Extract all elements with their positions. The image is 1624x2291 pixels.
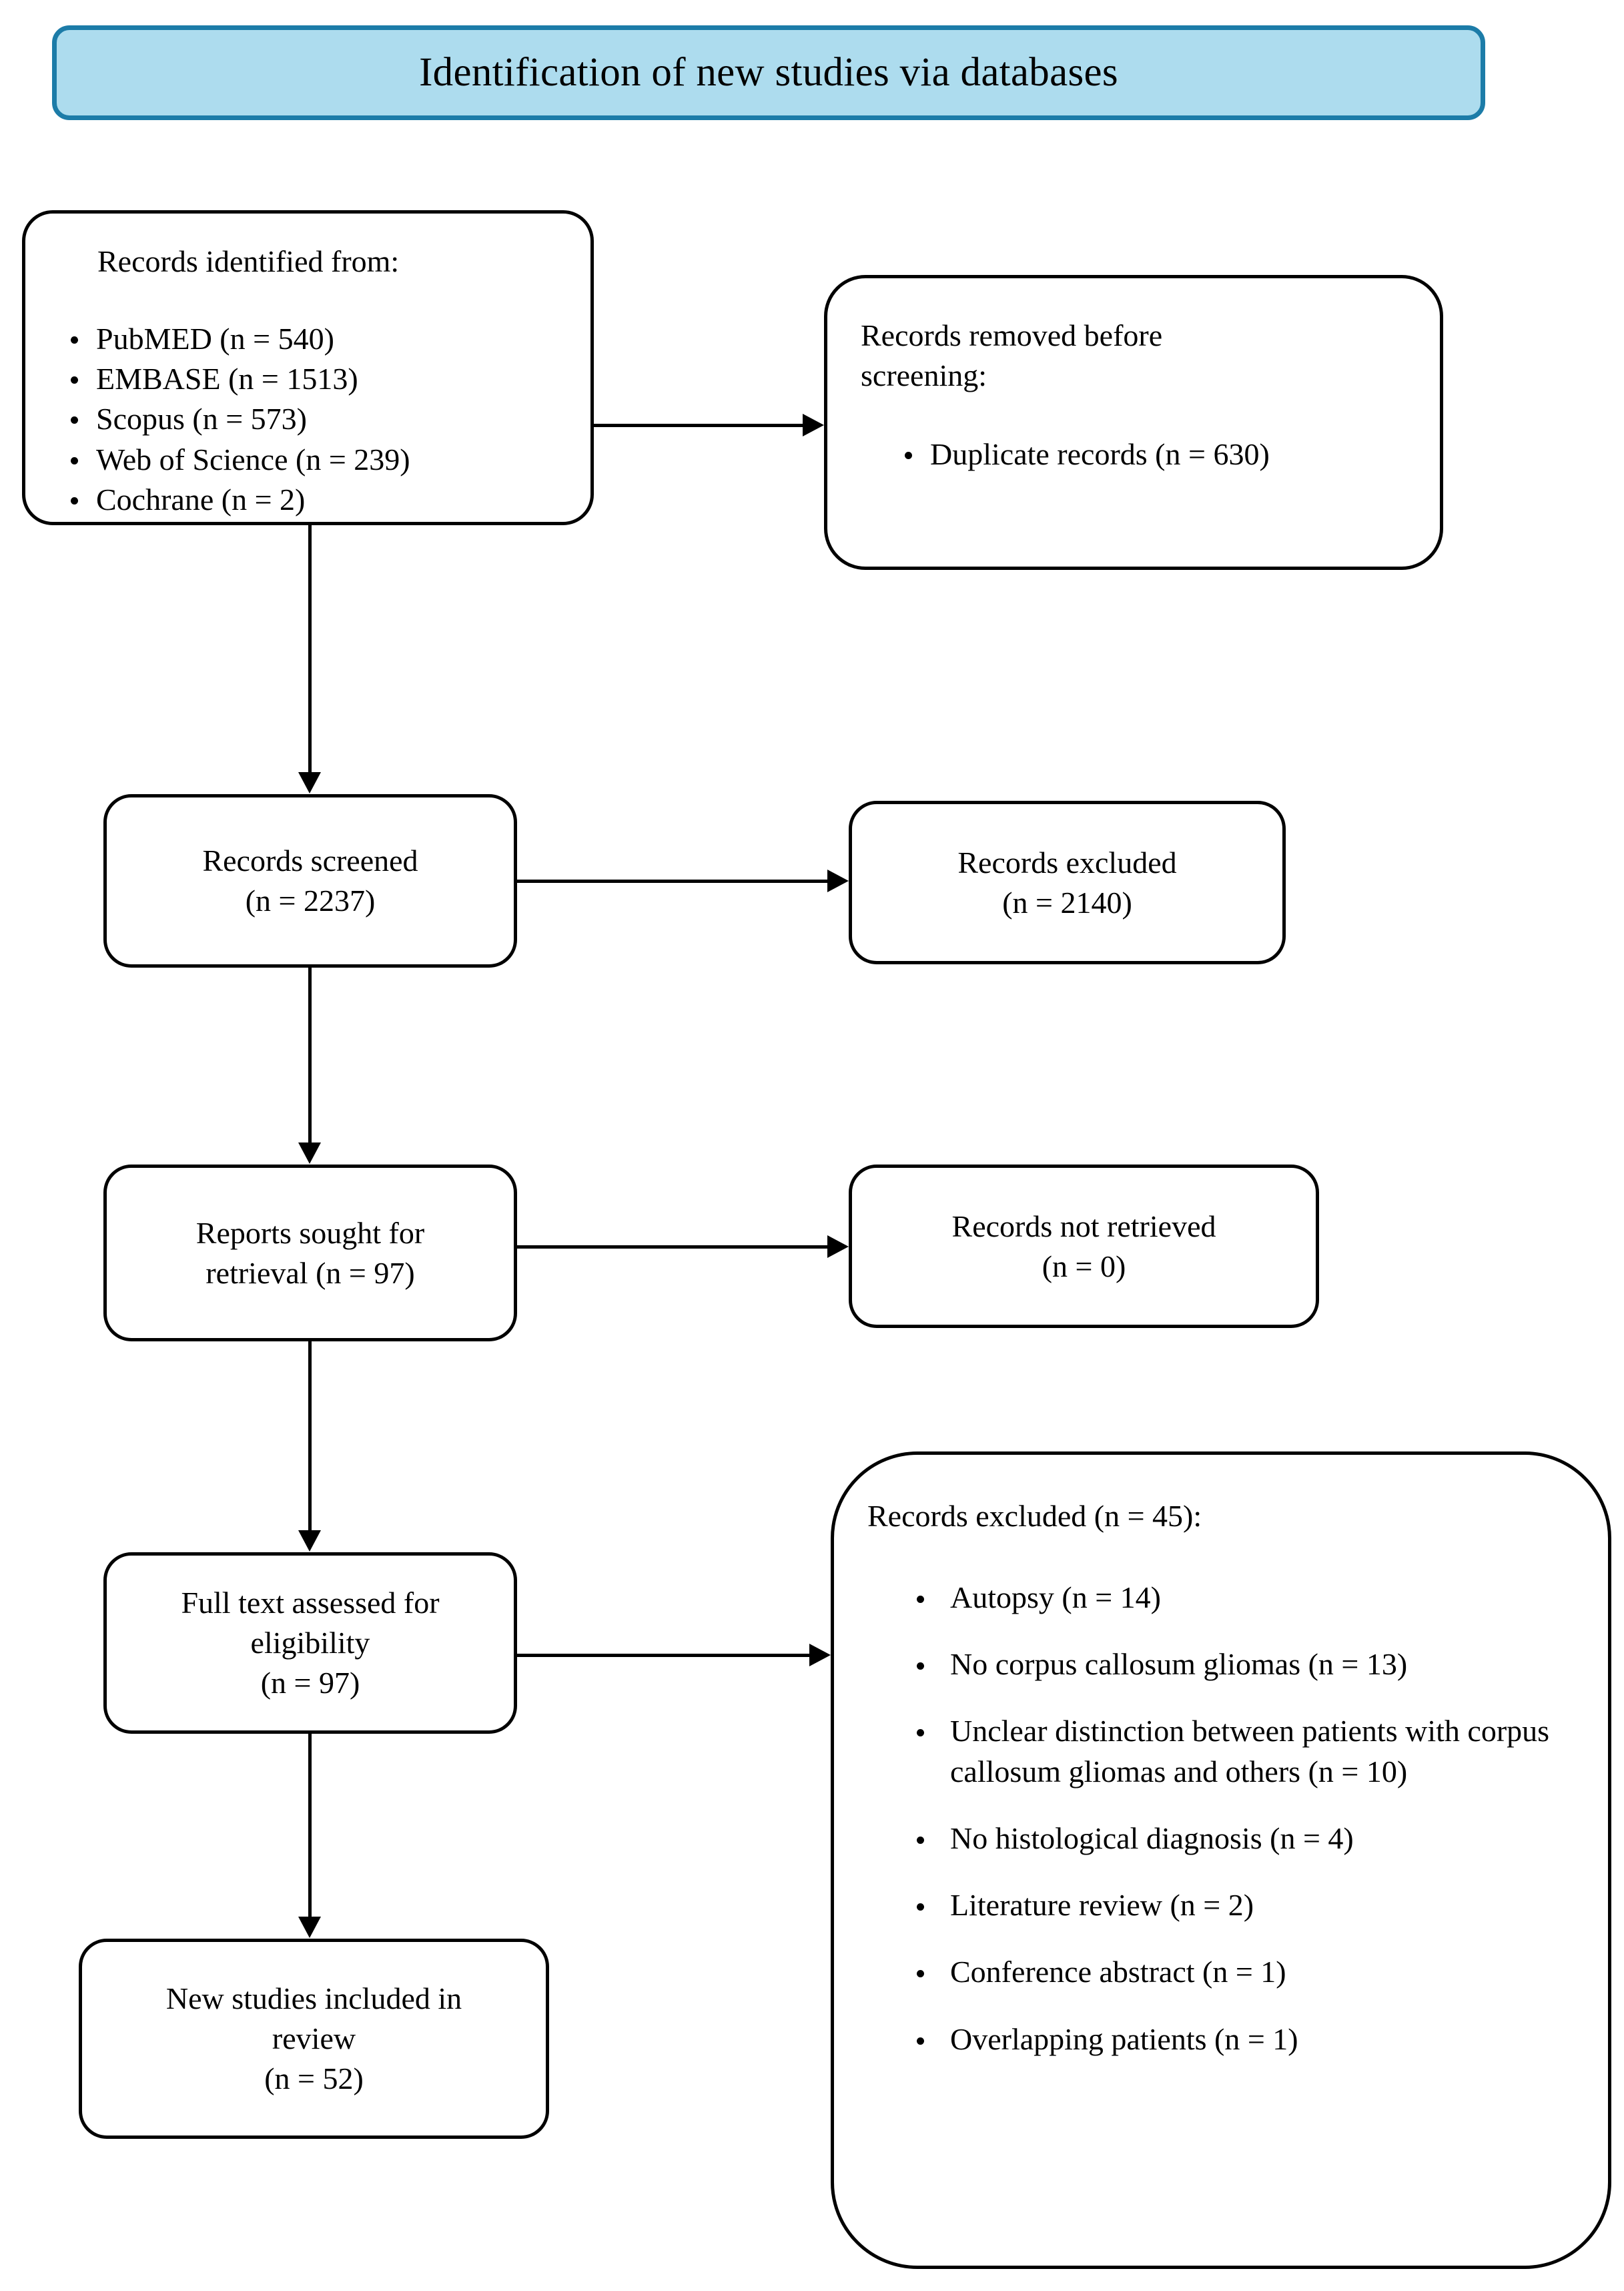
box-records-identified: Records identified from: PubMED (n = 540… [22, 210, 594, 525]
records-identified-source-list: PubMED (n = 540) EMBASE (n = 1513) Scopu… [25, 319, 590, 520]
box-records-excluded-eligibility-title: Records excluded (n = 45): [867, 1499, 1202, 1533]
connector-sought-to-fulltext [308, 1341, 312, 1530]
box-new-studies-included-count: (n = 52) [264, 2061, 364, 2095]
box-records-screened: Records screened (n = 2237) [103, 794, 517, 968]
arrowhead-screened-to-excluded [827, 870, 849, 892]
connector-identified-to-screened [308, 525, 312, 772]
box-records-excluded-screening-count: (n = 2140) [1002, 885, 1132, 920]
connector-fulltext-to-excluded [517, 1654, 809, 1657]
records-removed-list: Duplicate records (n = 630) [827, 434, 1440, 474]
box-reports-sought: Reports sought for retrieval (n = 97) [103, 1165, 517, 1341]
box-new-studies-included: New studies included in review (n = 52) [79, 1939, 549, 2139]
list-item: Autopsy (n = 14) [913, 1578, 1608, 1618]
box-records-removed: Records removed before screening: Duplic… [824, 275, 1443, 570]
box-fulltext-assessed: Full text assessed for eligibility (n = … [103, 1552, 517, 1734]
box-records-screened-label: Records screened [202, 844, 418, 878]
list-item: Web of Science (n = 239) [67, 440, 590, 480]
list-item: Overlapping patients (n = 1) [913, 2019, 1608, 2059]
arrowhead-sought-to-fulltext [298, 1530, 321, 1552]
box-reports-sought-label: Reports sought for [195, 1215, 425, 1250]
connector-screened-to-sought [308, 968, 312, 1142]
box-fulltext-assessed-count: (n = 97) [260, 1665, 360, 1700]
box-records-identified-title: Records identified from: [97, 244, 400, 278]
box-records-excluded-screening-label: Records excluded [957, 845, 1177, 880]
list-item: No histological diagnosis (n = 4) [913, 1819, 1608, 1859]
page-title: Identification of new studies via databa… [419, 50, 1118, 95]
box-records-screened-count: (n = 2237) [245, 884, 376, 918]
list-item: Scopus (n = 573) [67, 399, 590, 439]
arrowhead-identified-to-screened [298, 772, 321, 793]
box-records-not-retrieved: Records not retrieved (n = 0) [849, 1165, 1319, 1328]
list-item: Conference abstract (n = 1) [913, 1952, 1608, 1992]
arrowhead-fulltext-to-included [298, 1917, 321, 1938]
box-fulltext-assessed-line1: Full text assessed for [181, 1586, 440, 1620]
box-records-excluded-eligibility: Records excluded (n = 45): Autopsy (n = … [831, 1451, 1611, 2269]
list-item: Duplicate records (n = 630) [901, 434, 1440, 474]
connector-sought-to-not-retrieved [517, 1245, 827, 1249]
list-item: Unclear distinction between patients wit… [913, 1711, 1608, 1792]
box-records-removed-title-line2: screening: [861, 358, 987, 392]
arrowhead-identified-to-removed [803, 414, 824, 436]
list-item: Literature review (n = 2) [913, 1885, 1608, 1925]
box-reports-sought-count: retrieval (n = 97) [206, 1255, 415, 1290]
list-item: Cochrane (n = 2) [67, 480, 590, 520]
arrowhead-screened-to-sought [298, 1142, 321, 1164]
diagram-header-banner: Identification of new studies via databa… [52, 25, 1485, 120]
connector-screened-to-excluded [517, 880, 827, 883]
arrowhead-fulltext-to-excluded [809, 1644, 831, 1666]
box-new-studies-included-line2: review [272, 2021, 356, 2056]
box-new-studies-included-line1: New studies included in [165, 1981, 462, 2016]
box-records-not-retrieved-count: (n = 0) [1042, 1249, 1126, 1283]
box-records-not-retrieved-label: Records not retrieved [951, 1209, 1216, 1243]
box-fulltext-assessed-line2: eligibility [250, 1626, 370, 1660]
exclusion-reasons-list: Autopsy (n = 14) No corpus callosum glio… [834, 1578, 1608, 2059]
connector-identified-to-removed [594, 424, 803, 427]
list-item: No corpus callosum gliomas (n = 13) [913, 1644, 1608, 1684]
box-records-removed-title: Records removed before screening: [827, 316, 1440, 396]
box-records-removed-title-line1: Records removed before [861, 318, 1163, 352]
list-item: EMBASE (n = 1513) [67, 359, 590, 399]
connector-fulltext-to-included [308, 1734, 312, 1917]
list-item: PubMED (n = 540) [67, 319, 590, 359]
box-records-excluded-screening: Records excluded (n = 2140) [849, 801, 1286, 964]
arrowhead-sought-to-not-retrieved [827, 1235, 849, 1258]
